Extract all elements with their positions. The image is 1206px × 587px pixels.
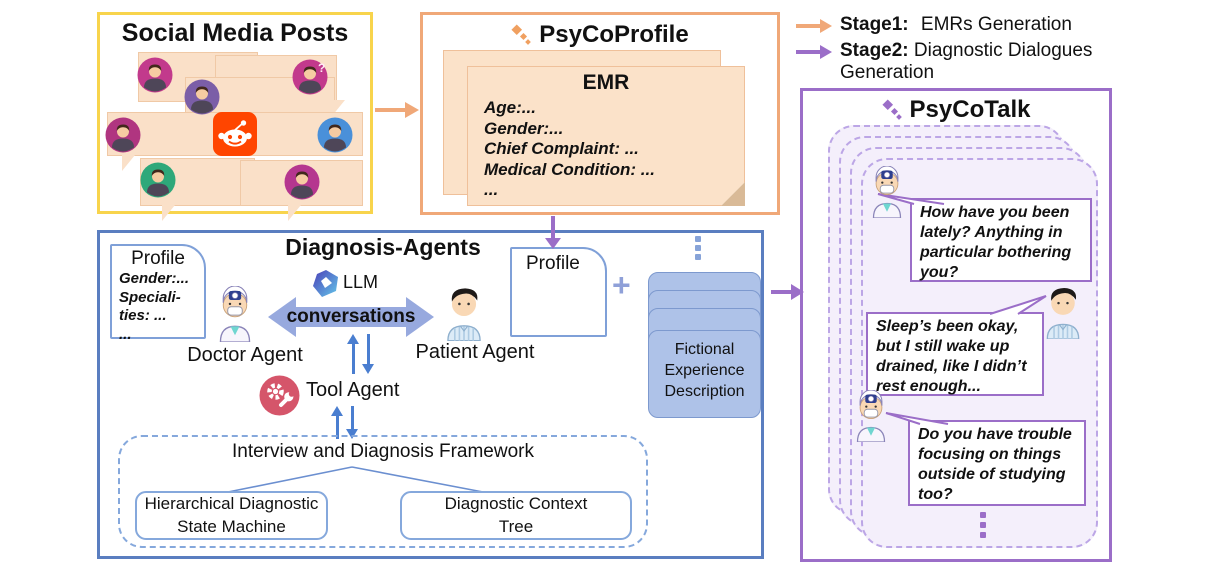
user-avatar-icon — [284, 164, 320, 200]
user-avatar-icon — [105, 117, 141, 153]
patient-agent-label: Patient Agent — [415, 341, 535, 363]
diagnosis-title: Diagnosis-Agents — [285, 234, 481, 260]
stage2-legend-arrow-head — [820, 45, 832, 59]
patient-avatar-icon — [1040, 283, 1086, 339]
speech-tail — [884, 408, 950, 425]
stack-ellipsis — [695, 236, 701, 260]
patient-profile-card: Profile — [510, 247, 607, 337]
user-avatar-icon — [137, 57, 173, 93]
tool-down-arrow — [362, 334, 375, 374]
patient-message-bubble: Sleep’s been okay, but I still wake up d… — [866, 312, 1044, 396]
post-bubble-tail — [162, 205, 175, 221]
social-panel-title: Social Media Posts — [121, 19, 349, 47]
emr-field: Gender:... — [484, 118, 564, 138]
doctor-profile-line: ... — [119, 325, 132, 343]
stage1-text: EMRs Generation — [920, 14, 1072, 35]
doctor-message-bubble: How have you been lately? Anything in pa… — [910, 198, 1092, 282]
stage1-legend-arrow — [796, 24, 822, 28]
emr-to-profile-arrow — [551, 216, 555, 240]
speech-tail — [876, 188, 946, 205]
tool-agent-icon — [259, 375, 300, 416]
emr-field: Age:... — [484, 98, 536, 117]
framework-title: Interview and Diagnosis Framework — [231, 441, 534, 462]
doctor-message-bubble: Do you have trouble focusing on things o… — [908, 420, 1086, 506]
emr-field: Medical Condition: ... — [484, 159, 655, 179]
tool-up-arrow — [347, 334, 360, 374]
doctor-profile-line: Speciali- — [119, 288, 181, 306]
sparkle-icon — [881, 97, 906, 123]
emr-fields: Age:... Gender:... Chief Complaint: ... … — [484, 98, 655, 201]
emr-front-page: EMR Age:... Gender:... Chief Complaint: … — [467, 66, 745, 206]
doctor-profile-title: Profile — [131, 248, 185, 269]
stage1-flow-arrow — [375, 108, 407, 112]
stage1-flow-arrow-head — [405, 102, 419, 118]
dialogue-ellipsis — [980, 512, 986, 538]
tool-agent-label: Tool Agent — [306, 379, 400, 401]
emr-to-profile-arrow-head — [545, 238, 561, 249]
diagnosis-to-talk-arrow-head — [791, 284, 804, 300]
psycoprofile-panel: PsyCoProfile EMR Age:... Gender:... Chie… — [420, 12, 780, 215]
emr-field: Chief Complaint: ... — [484, 139, 639, 158]
psycotalk-panel: PsyCoTalk How have you been lately? Anyt… — [800, 88, 1112, 562]
plus-sign: + — [612, 267, 631, 303]
user-avatar-icon — [317, 117, 353, 153]
diagnosis-to-talk-arrow — [771, 290, 795, 294]
diagnosis-agents-panel: Diagnosis-Agents Profile Gender:... Spec… — [97, 230, 764, 559]
stage2-label: Stage2: — [840, 40, 909, 61]
framework-box — [118, 435, 648, 548]
doctor-profile-line: ties: ... — [119, 307, 167, 324]
doctor-profile-card: Profile Gender:... Speciali- ties: ... .… — [110, 244, 206, 343]
sparkle-icon — [511, 22, 535, 48]
user-avatar-icon: ? — [292, 59, 328, 95]
doctor-avatar-icon — [866, 166, 908, 218]
patient-agent-icon — [441, 283, 487, 341]
patient-profile-title: Profile — [526, 253, 580, 274]
emr-field: ... — [484, 180, 499, 199]
conversations-label: conversations — [286, 306, 416, 327]
context-tree-label: Diagnostic Context Tree — [444, 494, 588, 536]
social-media-posts-panel: Social Media Posts ? — [97, 12, 373, 221]
psycotalk-title-row: PsyCoTalk — [803, 96, 1109, 124]
psycoprofile-title: PsyCoProfile — [539, 21, 689, 48]
stage2-text: Diagnostic Dialogues Generation — [840, 40, 1093, 84]
legend-stage2: Stage2: Diagnostic Dialogues Generation — [840, 40, 1112, 85]
conversations-arrow — [266, 294, 436, 340]
framework-down-arrow — [346, 406, 359, 439]
framework-state-machine-box: Hierarchical Diagnostic State Machine — [135, 491, 328, 540]
stage1-label: Stage1: — [840, 14, 909, 35]
post-bubble-tail — [288, 205, 301, 221]
experience-card-front: Fictional Experience Description — [648, 330, 761, 418]
llm-label: LLM — [343, 272, 379, 292]
emr-page-fold — [721, 182, 745, 206]
social-avatars-layer: ? — [100, 15, 370, 211]
psycoprofile-title-row: PsyCoProfile — [423, 21, 777, 49]
framework-up-arrow — [331, 406, 344, 439]
post-bubble-tail — [122, 155, 135, 171]
stage1-legend-arrow-head — [820, 19, 832, 33]
doctor-avatar-icon — [850, 390, 892, 442]
state-machine-label: Hierarchical Diagnostic State Machine — [144, 494, 319, 536]
user-avatar-icon — [184, 79, 220, 115]
svg-text:?: ? — [318, 61, 325, 75]
llm-icon — [311, 269, 341, 298]
legend-stage1: Stage1: EMRs Generation — [840, 14, 1072, 36]
framework-context-tree-box: Diagnostic Context Tree — [400, 491, 632, 540]
experience-card-label: Fictional Experience Description — [664, 341, 745, 400]
doctor-agent-icon — [212, 286, 258, 342]
speech-tail — [988, 292, 1050, 315]
doctor-agent-label: Doctor Agent — [187, 344, 303, 366]
reddit-icon — [213, 112, 257, 156]
doctor-profile-line: Gender:... — [119, 270, 190, 287]
psycotalk-title: PsyCoTalk — [909, 96, 1031, 123]
stage2-legend-arrow — [796, 50, 822, 54]
user-avatar-icon — [140, 162, 176, 198]
emr-title: EMR — [582, 71, 630, 94]
